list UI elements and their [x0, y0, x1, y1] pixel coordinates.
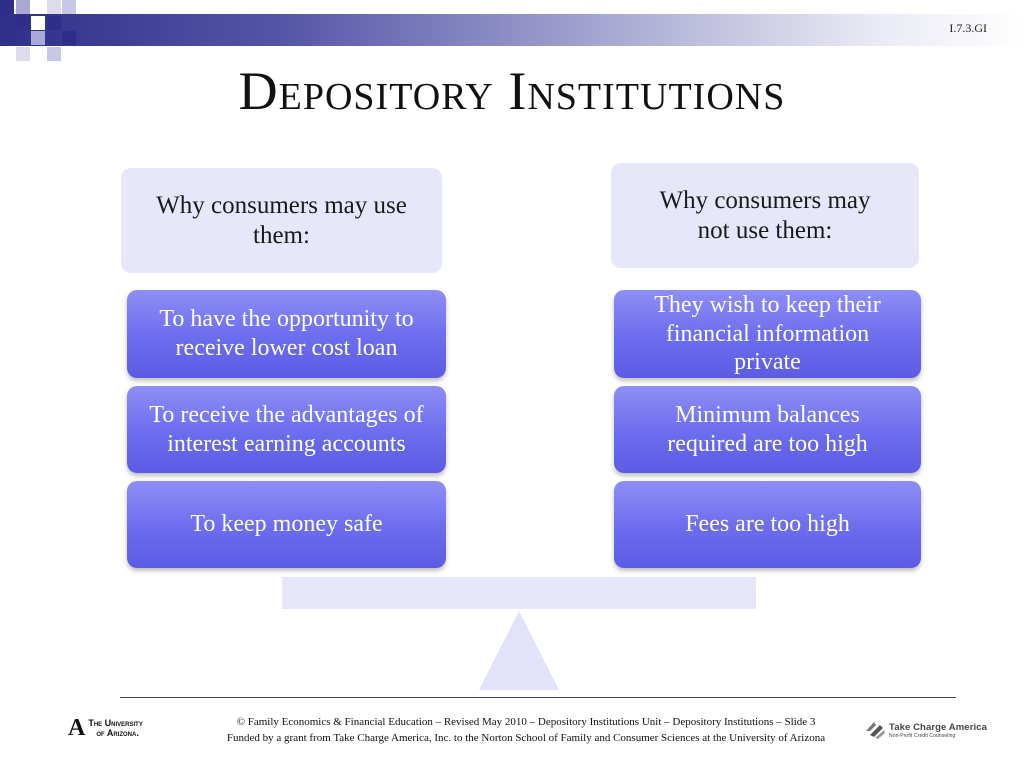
take-charge-america-logo: Take Charge America Non-Profit Credit Co… — [864, 718, 996, 742]
right-reason-line: They wish to keep their — [654, 291, 881, 318]
slide-title: Depository Institutions — [238, 61, 786, 121]
right-heading-box: Why consumers may not use them: — [611, 163, 919, 268]
left-reason-line: receive lower cost loan — [175, 335, 398, 361]
right-heading-line: Why consumers may — [659, 186, 871, 214]
left-reason-box: To keep money safe — [127, 481, 446, 568]
right-reason-line: private — [734, 349, 801, 376]
right-reason-line: financial information — [665, 320, 870, 347]
header-gradient-band — [0, 14, 1024, 46]
arizona-a-icon: A — [68, 715, 86, 741]
header-square-decoration — [16, 0, 30, 14]
left-heading-box: Why consumers may use them: — [121, 168, 442, 273]
right-reason-line: Minimum balances — [675, 401, 860, 428]
tc-logo-tagline: Non-Profit Credit Counseling — [889, 732, 956, 739]
tc-logo-name: Take Charge America — [889, 721, 987, 733]
take-charge-swoosh-icon — [866, 722, 885, 739]
footer-credits: © Family Economics & Financial Education… — [190, 714, 862, 746]
left-reason-line: To keep money safe — [190, 511, 383, 538]
header-square-decoration — [47, 16, 61, 30]
header-square-decoration — [47, 0, 61, 14]
ua-logo-line: The University — [88, 718, 143, 728]
left-reason-box: To have the opportunity to receive lower… — [127, 290, 446, 378]
balance-beam — [282, 577, 756, 609]
header-square-decoration — [0, 0, 14, 14]
left-heading-line: them: — [253, 221, 310, 249]
header-square-decoration — [31, 31, 45, 45]
header-square-decoration — [62, 0, 76, 14]
left-heading-line: Why consumers may use — [156, 191, 407, 219]
footer-divider — [120, 697, 956, 698]
right-reason-box: Fees are too high — [614, 481, 921, 568]
left-reason-box: To receive the advantages of interest ea… — [127, 386, 446, 473]
footer-line: © Family Economics & Financial Education… — [236, 716, 816, 728]
university-of-arizona-logo: A The University of Arizona. — [68, 716, 168, 740]
right-reason-line: Fees are too high — [685, 511, 850, 538]
ua-logo-line: of Arizona. — [96, 728, 139, 738]
left-reason-line: To receive the advantages of — [149, 401, 424, 428]
right-reason-line: required are too high — [667, 430, 868, 457]
right-reason-box: They wish to keep their financial inform… — [614, 290, 921, 378]
header-square-decoration — [31, 16, 45, 30]
left-reason-line: To have the opportunity to — [159, 306, 414, 333]
header-square-decoration — [62, 31, 76, 45]
header-square-decoration — [47, 47, 61, 61]
right-reason-box: Minimum balances required are too high — [614, 386, 921, 473]
header-square-decoration — [16, 16, 30, 30]
footer-line: Funded by a grant from Take Charge Ameri… — [226, 732, 826, 744]
header-square-decoration — [16, 47, 30, 61]
right-heading-line: not use them: — [697, 216, 833, 244]
slide-code: I.7.3.GI — [949, 21, 987, 35]
balance-fulcrum — [479, 611, 559, 690]
left-reason-line: interest earning accounts — [167, 430, 406, 457]
